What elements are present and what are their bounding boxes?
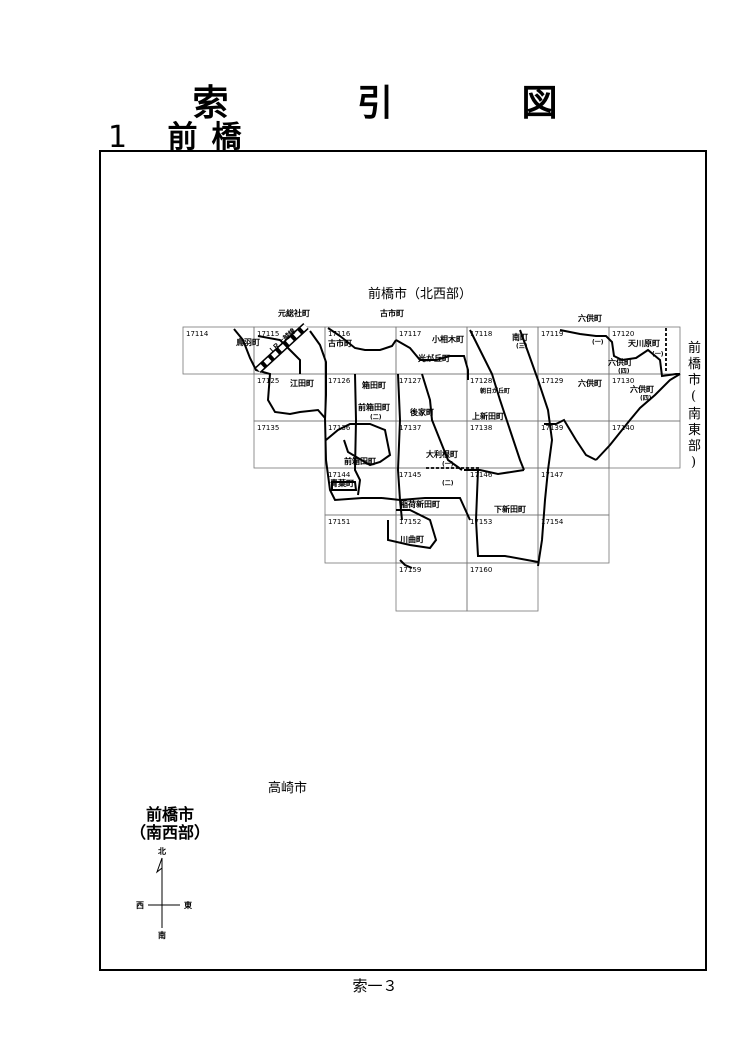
tile-17137: 17137 [399, 424, 421, 432]
tile-17119: 17119 [541, 330, 563, 338]
town-eda: 江田町 [290, 378, 314, 388]
tile-17129: 17129 [541, 377, 563, 385]
town-kamishinden: 上新田町 [472, 411, 504, 421]
town-rokku-3-sub: (四) [640, 395, 652, 402]
town-rokku-3: 六供町 [630, 384, 654, 394]
town-kosagiki: 小相木町 [431, 334, 464, 344]
town-labels: 元総社町 古市町 鳥羽町 古市町 小相木町 南町 (三) 六供町 (一) 天川原… [236, 308, 664, 544]
dashed-boundaries [426, 328, 667, 469]
compass-south: 南 [158, 930, 166, 940]
town-rokku-mid: 六供町 [578, 378, 602, 388]
city-south-west: 前橋市 （南西部） [130, 806, 210, 842]
city-south-east-char: ) [691, 455, 696, 470]
tile-17160: 17160 [470, 566, 492, 574]
city-south-east-char: 部 [688, 439, 701, 454]
section-title: 1 前橋 [108, 112, 256, 156]
town-orine-sub: (一) [442, 461, 454, 468]
tile-17151: 17151 [328, 518, 350, 526]
tile-17147: 17147 [541, 471, 563, 479]
town-minami: 南町 [512, 332, 528, 342]
city-south-east-char: 市 [688, 372, 701, 388]
town-shimoshinden: 下新田町 [494, 504, 526, 514]
town-amagawabara-sub: (一) [652, 351, 664, 358]
map-frame [99, 150, 707, 971]
tile-17139: 17139 [541, 424, 563, 432]
tile-17126: 17126 [328, 377, 351, 385]
compass-north: 北 [158, 846, 166, 856]
tile-17128: 17128 [470, 377, 492, 385]
town-kawamagari: 川曲町 [399, 534, 424, 544]
tile-17114: 17114 [186, 330, 209, 338]
boundary-lines [233, 327, 681, 569]
tile-17159: 17159 [399, 566, 421, 574]
compass-east: 東 [184, 900, 192, 910]
town-furuichi-top: 古市町 [380, 308, 404, 318]
tile-17127: 17127 [399, 377, 421, 385]
tile-17140: 17140 [612, 424, 634, 432]
tile-17130: 17130 [612, 377, 634, 385]
tile-17138: 17138 [470, 424, 492, 432]
compass: 北 南 東 西 [136, 846, 192, 940]
tile-17136: 17136 [328, 424, 351, 432]
town-orine: 大利根町 [426, 449, 458, 459]
tile-17146: 17146 [470, 471, 493, 479]
town-maehakoda-2: 前箱田町 [344, 456, 376, 466]
north-arrow-icon [155, 857, 163, 874]
town-rokku-2-sub: (四) [618, 368, 630, 375]
town-furuichi: 古市町 [328, 338, 352, 348]
town-maehakoda-sub: (二) [370, 414, 382, 421]
city-south-east-char: ( [691, 389, 696, 404]
town-orine-sub2: (二) [442, 480, 454, 487]
city-takasaki: 高崎市 [268, 780, 307, 796]
tile-17117: 17117 [399, 330, 421, 338]
town-amagawabara: 天川原町 [628, 339, 660, 348]
city-south-east-char: 前 [688, 340, 701, 356]
city-south-east-char: 東 [688, 422, 701, 438]
town-inarishinden: 稲荷新田町 [400, 499, 440, 509]
tile-17120: 17120 [612, 330, 634, 338]
tile-17115: 17115 [257, 330, 279, 338]
town-aoba: 青葉町 [330, 478, 354, 488]
tile-17118: 17118 [470, 330, 492, 338]
town-koyake: 後家町 [410, 407, 434, 417]
city-south-west-line2: （南西部） [130, 823, 211, 842]
tile-17116: 17116 [328, 330, 351, 338]
section-name: 前橋 [167, 120, 256, 155]
page-title: 索 引 図 [192, 83, 616, 124]
town-motosoja: 元総社町 [278, 308, 310, 318]
tile-grid [182, 326, 681, 612]
town-rokku-2: 六供町 [608, 357, 632, 367]
compass-west: 西 [136, 901, 144, 910]
city-south-east: 前 橋 市 ( 南 東 部 ) [688, 340, 701, 470]
section-number: 1 [108, 120, 128, 155]
town-hikarigaoka: 光が丘町 [417, 353, 450, 363]
town-maehakoda: 前箱田町 [358, 402, 390, 412]
tile-17144: 17144 [328, 471, 351, 479]
town-minami-sub: (三) [516, 343, 528, 350]
town-rokku-sub1: (一) [592, 339, 604, 346]
tile-17153: 17153 [470, 518, 492, 526]
town-toriba: 鳥羽町 [236, 337, 260, 347]
city-north-west: 前橋市（北西部） [368, 286, 472, 302]
tile-17145: 17145 [399, 471, 421, 479]
city-south-west-line1: 前橋市 [146, 805, 195, 824]
page-footer: 索一３ [352, 977, 398, 995]
tile-17125: 17125 [257, 377, 279, 385]
town-hakoda: 箱田町 [362, 380, 386, 390]
city-south-east-char: 南 [688, 406, 701, 422]
town-asahigaoka: 朝日が丘町 [480, 387, 510, 395]
city-south-east-char: 橋 [688, 357, 701, 372]
tile-17152: 17152 [399, 518, 421, 526]
tile-17135: 17135 [257, 424, 279, 432]
tile-17154: 17154 [541, 518, 564, 526]
town-rokku-top: 六供町 [578, 313, 602, 323]
tile-numbers: 17114 17115 17116 17117 17118 17119 1712… [186, 330, 634, 574]
